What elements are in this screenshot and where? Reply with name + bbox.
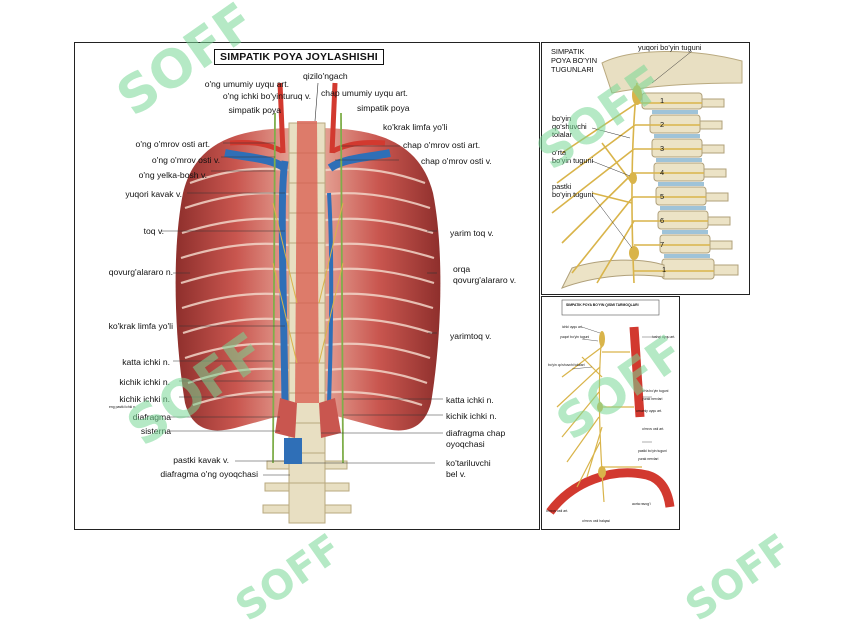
vertebra-num-7: 7 xyxy=(660,240,665,249)
label-left-0: o'ng o'mrov osti art. xyxy=(135,139,210,149)
small-label-11: o'mrov osti art. xyxy=(546,509,569,513)
label-left-2: o'ng yelka-bosh v. xyxy=(138,170,207,180)
neck-label-6: bo'yin tuguni xyxy=(552,190,594,199)
vertebra-num-2: 2 xyxy=(660,120,665,129)
vertebra-num-4: 4 xyxy=(660,168,665,177)
small-label-3: tashqi uyqu art. xyxy=(652,335,676,339)
vertebra-num-3: 3 xyxy=(660,144,665,153)
label-esophagus: qizilo'ngach xyxy=(303,71,348,81)
small-title: SIMPATIK POYA BO'YIN QISMI TARMOQLARI xyxy=(566,303,639,307)
label-left-10: eng pastki ichki n. xyxy=(109,405,136,409)
sympathetic-trunk-right xyxy=(340,112,344,464)
small-label-0: ichki uyqu art. xyxy=(562,325,583,329)
label-right-8: diafragma chap xyxy=(446,428,506,438)
small-label-12: o'mrov osti halqasi xyxy=(582,519,610,523)
label-right-6: katta ichki n. xyxy=(446,395,494,405)
label-right-11: bel v. xyxy=(446,469,466,479)
small-label-7: o'mrov osti art. xyxy=(642,427,665,431)
label-left-13: pastki kavak v. xyxy=(173,455,229,465)
label-right-10: ko'tariluvchi xyxy=(446,458,491,468)
label-left-common-carotid: chap umumiy uyqu art. xyxy=(321,88,408,98)
small-label-6: umumiy uyqu art. xyxy=(636,409,663,413)
small-label-8: pastki bo'yin tuguni xyxy=(638,449,667,453)
carotid-artery xyxy=(629,326,645,418)
neck-title-line-3: TUGUNLARI xyxy=(551,65,594,74)
subclavian-artery-left xyxy=(229,140,284,154)
label-left-5: qovurg'alararo n. xyxy=(108,267,173,277)
label-left-8: kichik ichki n. xyxy=(119,377,170,387)
hemiazygos-vein xyxy=(327,192,334,404)
right-rib-cage xyxy=(317,128,441,431)
main-illustration-panel: SIMPATIK POYA JOYLASHISHI o'ng umumiy uy… xyxy=(74,42,540,530)
diaphragm-crus-left xyxy=(319,398,341,438)
label-sympathetic-trunk-left: simpatik poya xyxy=(357,103,410,113)
vertebra-num-1: 1 xyxy=(660,96,665,105)
neck-label-5: pastki xyxy=(552,182,572,191)
subclavian-vein-left xyxy=(224,149,288,172)
label-sympathetic-trunk-right: simpatik poya xyxy=(228,105,281,115)
neck-label-2: tolalar xyxy=(552,130,573,139)
azygos-vein xyxy=(278,160,289,404)
label-left-9: kichik ichki n. xyxy=(119,394,170,404)
label-right-common-carotid: o'ng umumiy uyqu art. xyxy=(204,79,289,89)
label-right-2: yarim toq v. xyxy=(450,228,494,238)
left-rib-cage xyxy=(175,128,297,431)
inferior-vena-cava xyxy=(284,438,302,464)
label-right-9: oyoqchasi xyxy=(446,439,485,449)
aortic-arch xyxy=(546,468,675,515)
label-right-internal-jugular: o'ng ichki bo'yinturuq v. xyxy=(222,91,311,101)
label-right-4: qovurg'alararo v. xyxy=(453,275,517,285)
sympathetic-trunk-left xyxy=(272,112,276,464)
subclavian-artery-right xyxy=(331,140,386,154)
cervical-ganglia-panel: SIMPATIK POYA BO'YIN TUGUNLARI yuqori bo… xyxy=(541,42,750,295)
neck-label-superior-ganglion: yuqori bo'yin tuguni xyxy=(638,43,702,52)
neck-title-line-2: POYA BO'YIN xyxy=(551,56,598,65)
small-label-9: yurak nervlari xyxy=(638,457,659,461)
label-right-7: kichik ichki n. xyxy=(446,411,497,421)
label-left-1: o'ng o'mrov osti v. xyxy=(151,155,220,165)
cervical-spine-illustration xyxy=(551,50,743,289)
label-right-0: chap o'mrov osti art. xyxy=(403,140,481,150)
label-right-1: chap o'mrov osti v. xyxy=(421,156,492,166)
neck-label-0: bo'yin xyxy=(552,114,572,123)
small-label-4: o'rta bo'yin tuguni xyxy=(642,389,669,393)
watermark: SOFF xyxy=(227,525,351,631)
label-right-3: orqa xyxy=(453,264,471,274)
small-label-1: yuqori bo'yin tuguni xyxy=(560,335,590,339)
label-thoracic-duct-top: ko'krak limfa yo'li xyxy=(383,122,448,132)
small-label-2: bo'yin qo'shuvchi tolalari xyxy=(548,363,585,367)
watermark: SOFF xyxy=(677,525,801,631)
vertebra-num-5: 5 xyxy=(660,192,665,201)
label-left-11: diafragma xyxy=(132,412,171,422)
label-left-6: ko'krak limfa yo'li xyxy=(108,321,173,331)
label-left-7: katta ichki n. xyxy=(122,357,170,367)
subclavian-vein-right xyxy=(327,149,391,172)
neck-label-1: qo'shuvchi xyxy=(552,122,587,131)
main-title: SIMPATIK POYA JOYLASHISHI xyxy=(214,49,384,65)
small-label-5: yurak nervlari xyxy=(642,397,663,401)
vertebra-num-t1: 1 xyxy=(662,265,667,274)
label-left-4: toq v. xyxy=(143,226,164,236)
neck-label-4: bo'yin tuguni xyxy=(552,156,594,165)
common-carotid-right xyxy=(277,82,286,154)
esophagus xyxy=(295,121,319,403)
diaphragm-crus xyxy=(275,398,297,438)
small-label-10: aorta ravog'i xyxy=(632,502,651,506)
cervical-branches-panel: SIMPATIK POYA BO'YIN QISMI TARMOQLARI ic… xyxy=(541,296,680,530)
neck-label-3: o'rta xyxy=(552,148,567,157)
label-left-14: diafragma o'ng oyoqchasi xyxy=(160,469,258,479)
label-left-12: sisterna xyxy=(140,426,171,436)
neck-title-line-1: SIMPATIK xyxy=(551,47,585,56)
common-carotid-left xyxy=(329,82,338,154)
vertebra-num-6: 6 xyxy=(660,216,665,225)
thorax-illustration xyxy=(161,82,443,524)
cervical-branches-illustration xyxy=(546,299,675,515)
label-right-5: yarimtoq v. xyxy=(450,331,492,341)
label-left-3: yuqori kavak v. xyxy=(125,189,182,199)
